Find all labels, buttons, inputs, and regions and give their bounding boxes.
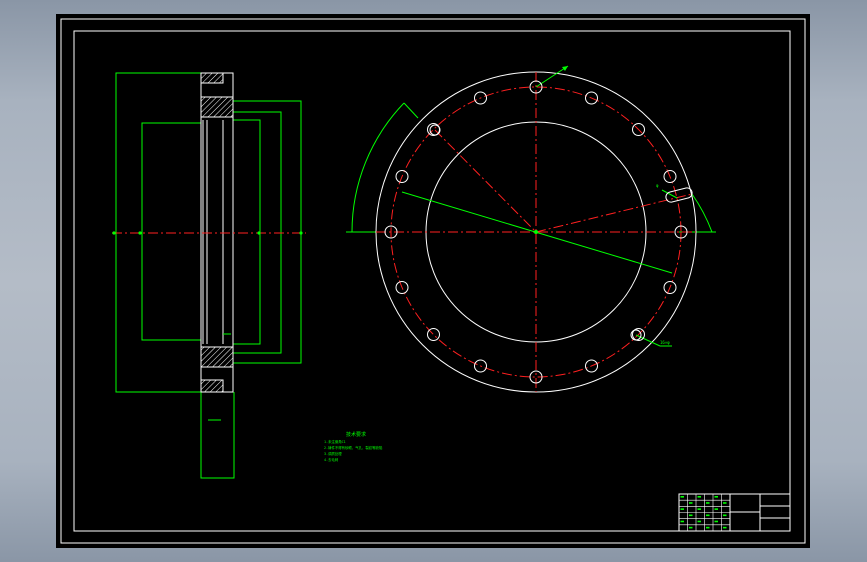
slot-leader [661,189,678,199]
title-block-mark [697,520,701,523]
notes-line-4: 4.去毛刺 [324,457,339,462]
title-block [678,493,791,532]
title-block-mark [689,502,693,504]
bolt-hole [395,281,409,294]
bolt-hole [474,359,487,373]
bolt-hole [585,91,598,105]
angular-extension-left-2 [403,102,419,119]
dimension-thickness [200,392,235,479]
title-block-mark [714,496,718,498]
title-block-mark [689,514,693,517]
notes-line-1: 1.未注倒角C1 [324,439,346,444]
dim-node [257,231,261,235]
flange-plan-view: 16×φ φ [346,65,716,393]
dimension-bracket-right-2 [233,119,261,345]
keyway-slot [665,187,693,203]
hole-leader [635,334,661,347]
dim-node [299,231,303,235]
bolt-hole [632,123,645,136]
hatch-bottom-rim [200,379,224,393]
title-block-mark [680,496,684,498]
bolt-hole [663,170,677,183]
plan-centerline-diag [434,129,537,233]
bolt-hole [585,359,598,373]
bolt-hole [632,328,645,341]
arrow-head [562,66,568,71]
dimension-bracket-right-1 [233,100,302,364]
outer-frame [60,18,806,544]
bolt-hole [663,281,677,294]
title-block-mark [714,520,718,523]
title-block-mark [706,514,710,517]
offset-hole [429,124,441,136]
title-block-mark [706,526,710,529]
hole-callout-text: 16×φ [660,340,670,345]
title-block-mark [697,508,701,510]
bolt-hole [427,328,440,341]
dimension-bracket-bore [141,122,201,341]
technical-notes: 技术要求 1.未注倒角C1 2.铸件不得有砂眼、气孔、裂纹等缺陷 3.调质处理 … [324,431,383,462]
bolt-hole [529,80,543,94]
plan-centerline-diag-2 [535,193,693,233]
title-block-mark [697,496,701,498]
inner-frame [73,30,791,532]
notes-line-3: 3.调质处理 [324,451,342,456]
bolt-hole [474,91,487,105]
title-block-mark [689,526,693,529]
dim-node [112,231,116,235]
title-block-mark [723,502,727,504]
cad-viewport[interactable]: 16×φ φ 技术要求 1.未注倒角C1 2.铸件不得有砂眼、气孔、裂纹等缺陷 … [56,14,810,548]
bolt-hole [395,170,409,183]
title-block-mark [723,514,727,517]
bolt-holes [384,80,688,384]
notes-title: 技术要求 [346,431,366,438]
center-point [534,230,538,234]
title-block-mark [714,508,718,510]
bolt-hole [674,225,688,239]
bolt-hole [384,225,398,239]
title-block-grid [679,494,730,531]
title-block-mark [680,520,684,523]
slot-callout-text: φ [656,183,659,188]
title-block-mark [706,502,710,504]
title-block-mark [723,526,727,529]
flange-section-view [112,72,306,479]
notes-line-2: 2.铸件不得有砂眼、气孔、裂纹等缺陷 [324,445,383,450]
hatch-top-hub [200,96,234,118]
offset-hole [630,329,642,341]
title-block-mark [680,508,684,510]
cad-drawing: 16×φ φ 技术要求 1.未注倒角C1 2.铸件不得有砂眼、气孔、裂纹等缺陷 … [60,18,806,544]
dim-node [138,231,142,235]
hatch-top-rim [200,72,224,84]
hatch-bottom-hub [200,346,234,368]
angular-dimension-left [351,102,405,233]
bolt-hole [529,370,543,384]
